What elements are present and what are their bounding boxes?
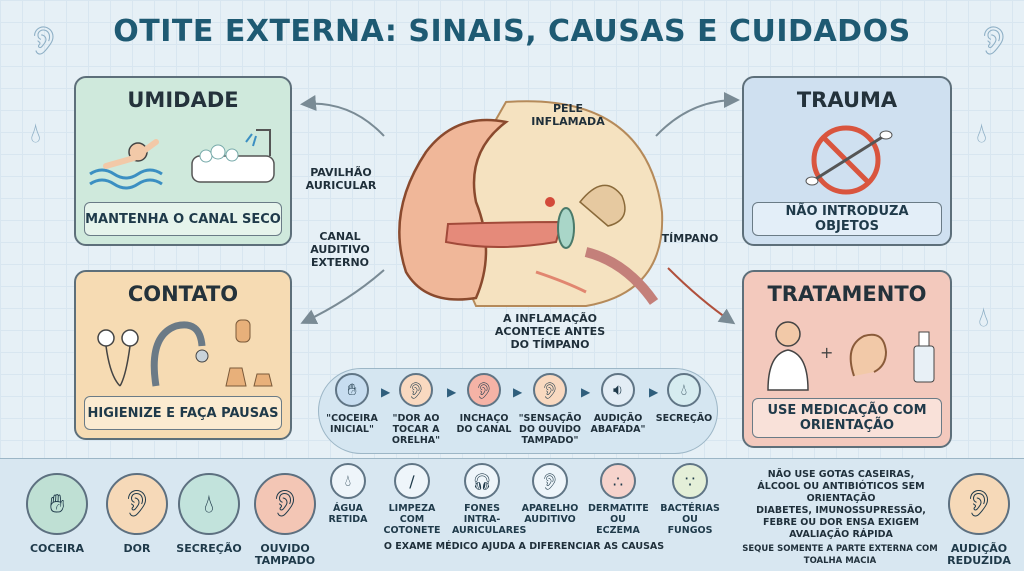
symptom-item: 💧︎ SECREÇÃO (174, 473, 244, 555)
scratching-hand-icon: ✋︎ (26, 473, 88, 535)
arrow-right-icon: ▶ (381, 385, 391, 399)
symptom-item: 👂︎ DOR (102, 473, 172, 555)
card-title: CONTATO (127, 282, 239, 306)
water-drop-icon: 💧︎ (330, 463, 366, 499)
eczema-skin-icon: ∴ (600, 463, 636, 499)
earphones-hearing-aid-illustration (86, 316, 280, 388)
card-umidade: UMIDADE MANTENHA O CANAL SECO (74, 76, 292, 246)
svg-text:+: + (820, 343, 833, 362)
arrow-right-icon: ▶ (581, 385, 591, 399)
ear-outline-icon: 👂︎ (26, 24, 62, 57)
symptom-item: ✋︎ COCEIRA (22, 473, 92, 555)
hearing-loss-item: 👂︎ AUDIÇÃO REDUZIDA (944, 473, 1014, 567)
card-tratamento: TRATAMENTO + USE MEDICAÇÃO COM ORIENTAÇÃ… (742, 270, 952, 448)
symptom-item: 👂︎ OUVIDO TAMPADO (250, 473, 320, 567)
headphones-icon: 🎧︎ (464, 463, 500, 499)
blocked-ear-icon: 👂︎ (254, 473, 316, 535)
tip-tratamento: USE MEDICAÇÃO COM ORIENTAÇÃO (752, 398, 942, 438)
no-cotton-swab-icon (754, 122, 940, 195)
card-trauma: TRAUMA NÃO INTRODUZA OBJETOS (742, 76, 952, 246)
arrow-right-icon: ▶ (447, 385, 457, 399)
progression-step: 👂︎ "SENSAÇÃO DO OUVIDO TAMPADO" (517, 373, 583, 446)
doctor-ear-drops-illustration: + (754, 316, 940, 396)
cause-item: 💧︎ ÁGUA RETIDA (318, 463, 378, 525)
hearing-aid-icon: 👂︎ (532, 463, 568, 499)
symptom-progression: ✋︎ "COCEIRA INICIAL" ▶ 👂︎ "DOR AO TOCAR … (318, 368, 718, 454)
cause-item: 👂︎ APARELHO AUDITIVO (520, 463, 580, 525)
ear-outline-icon: 👂︎ (976, 24, 1012, 57)
progression-step: 🔉︎ AUDIÇÃO ABAFADA" (585, 373, 651, 435)
label-inflamacao-note: A INFLAMAÇÃO ACONTECE ANTES DO TÍMPANO (494, 312, 606, 351)
progression-step: ✋︎ "COCEIRA INICIAL" (319, 373, 385, 435)
bacteria-icon: ∵ (672, 463, 708, 499)
progression-step: 👂︎ "DOR AO TOCAR A ORELHA" (383, 373, 449, 446)
cause-item: 🎧︎ FONES INTRA-AURICULARES (452, 463, 526, 536)
swimmer-bathtub-illustration (86, 122, 280, 194)
progression-step: 💧︎ SECREÇÃO (651, 373, 717, 424)
drop-icon: 💧︎ (178, 473, 240, 535)
tip-trauma: NÃO INTRODUZA OBJETOS (752, 202, 942, 236)
label-timpano: TÍMPANO (661, 232, 719, 245)
arrow-right-icon: ▶ (513, 385, 523, 399)
tip-contato: HIGIENIZE E FAÇA PAUSAS (84, 396, 282, 430)
progression-step: 👂︎ INCHAÇO DO CANAL (451, 373, 517, 435)
reduced-hearing-ear-icon: 👂︎ (948, 473, 1010, 535)
label-canal: CANAL AUDITIVO EXTERNO (310, 230, 370, 269)
page-title: OTITE EXTERNA: SINAIS, CAUSAS E CUIDADOS (113, 14, 911, 49)
label-pavilhao: PAVILHÃO AURICULAR (305, 166, 377, 192)
card-title: UMIDADE (127, 88, 239, 112)
drop-icon: 💧︎ (667, 373, 701, 407)
ear-pain-icon: 👂︎ (106, 473, 168, 535)
ear-anatomy-diagram (386, 92, 676, 314)
swollen-ear-icon: 👂︎ (467, 373, 501, 407)
label-pele-inflamada: PELE INFLAMADA (531, 102, 605, 128)
causes-note: O EXAME MÉDICO AJUDA A DIFERENCIAR AS CA… (383, 541, 665, 552)
water-drop-icon: 💧︎ (978, 300, 990, 333)
cotton-swab-icon: ∕ (394, 463, 430, 499)
water-drop-icon: 💧︎ (976, 116, 988, 149)
water-drop-icon: 💧︎ (30, 116, 42, 149)
cause-item: ∕ LIMPEZA COM COTONETE (382, 463, 442, 536)
card-title: TRATAMENTO (767, 282, 927, 306)
card-title: TRAUMA (796, 88, 898, 112)
cause-item: ∵ BACTÉRIAS OU FUNGOS (660, 463, 720, 536)
warning-risk-groups: DIABETES, IMUNOSSUPRESSÃO, FEBRE OU DOR … (756, 505, 926, 540)
blocked-ear-icon: 👂︎ (533, 373, 567, 407)
bottom-panel: ✋︎ COCEIRA 👂︎ DOR 💧︎ SECREÇÃO 👂︎ OUVIDO … (0, 458, 1024, 571)
scratching-hand-icon: ✋︎ (335, 373, 369, 407)
muffled-speaker-icon: 🔉︎ (601, 373, 635, 407)
arrow-right-icon: ▶ (649, 385, 659, 399)
ear-icon: 👂︎ (399, 373, 433, 407)
cause-item: ∴ DERMATITE OU ECZEMA (588, 463, 649, 536)
card-contato: CONTATO HIGIENIZE E FAÇA PAUSAS (74, 270, 292, 440)
tip-umidade: MANTENHA O CANAL SECO (84, 202, 282, 236)
warning-dry-outside: SEQUE SOMENTE A PARTE EXTERNA COM TOALHA… (742, 544, 938, 566)
warning-home-remedies: NÃO USE GOTAS CASEIRAS, ÁLCOOL OU ANTIBI… (757, 469, 925, 504)
